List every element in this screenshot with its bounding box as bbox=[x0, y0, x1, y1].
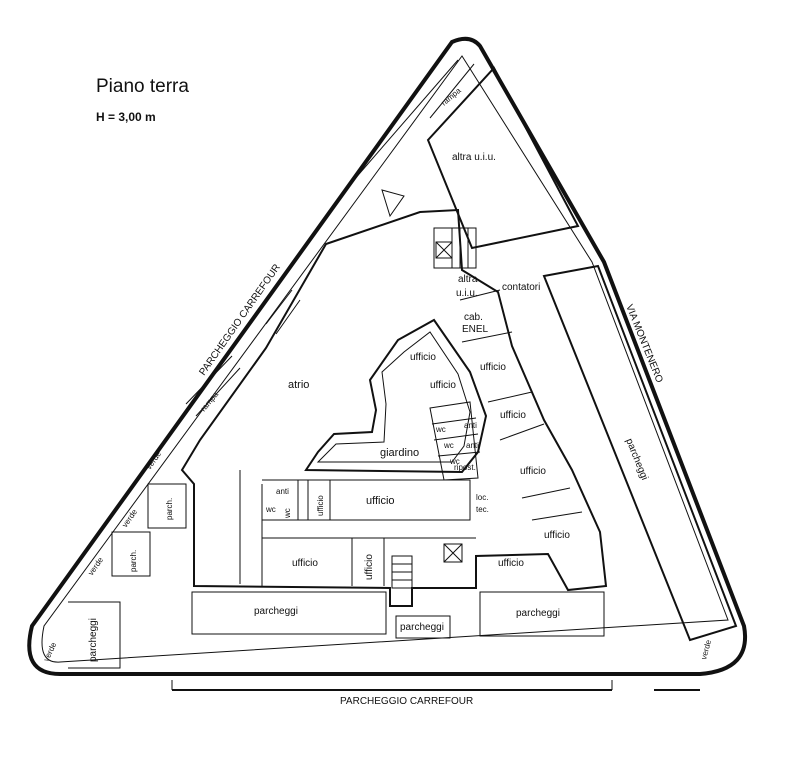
label-loc-1: loc. bbox=[476, 493, 488, 502]
label-verde-3: verde bbox=[86, 555, 105, 577]
street-left-label: PARCHEGGIO CARREFOUR bbox=[197, 262, 282, 377]
label-ufficio-bottom-v: ufficio bbox=[364, 554, 375, 580]
label-wc-2: wc bbox=[283, 508, 292, 519]
label-contatori: contatori bbox=[502, 282, 540, 293]
parking-block-left bbox=[191, 591, 387, 635]
label-anti-2: anti bbox=[464, 421, 477, 430]
site-inner-boundary bbox=[41, 55, 729, 663]
label-loc-2: tec. bbox=[476, 505, 489, 514]
street-right-label: VIA MONTENERO bbox=[623, 303, 665, 385]
site-boundary bbox=[27, 36, 747, 676]
label-parcheggi-bottom-left: parcheggi bbox=[254, 606, 298, 617]
label-parcheggi-right: parcheggi bbox=[623, 437, 650, 482]
label-altra-uiu-top: altra u.i.u. bbox=[452, 152, 496, 163]
label-atrio: atrio bbox=[288, 379, 309, 391]
label-verde-5: verde bbox=[699, 638, 713, 660]
label-wc-4: wc bbox=[443, 441, 454, 450]
label-parch-2: parch. bbox=[129, 550, 138, 572]
label-verde-4: verde bbox=[42, 640, 59, 662]
label-ufficio-inner-mid: ufficio bbox=[430, 380, 456, 391]
parking-block-right bbox=[479, 591, 605, 637]
label-giardino: giardino bbox=[380, 447, 419, 459]
label-altra-uiu-mid-1: altra bbox=[458, 274, 478, 285]
label-parch-1: parch. bbox=[165, 498, 174, 520]
label-wc-5: wc bbox=[449, 457, 460, 466]
label-riposto: ripost. bbox=[454, 463, 476, 472]
label-cab-1: cab. bbox=[464, 312, 483, 323]
label-ufficio-bottom-right: ufficio bbox=[498, 558, 524, 569]
label-ufficio-right-2: ufficio bbox=[500, 410, 526, 421]
label-anti-1: anti bbox=[276, 487, 289, 496]
label-ufficio-right-3: ufficio bbox=[520, 466, 546, 477]
floor-height: H = 3,00 m bbox=[96, 110, 156, 124]
giardino-courtyard bbox=[304, 318, 488, 474]
label-ufficio-inner-top: ufficio bbox=[410, 352, 436, 363]
label-wc-1: wc bbox=[265, 505, 276, 514]
label-ufficio-corner: ufficio bbox=[544, 530, 570, 541]
label-ufficio-center: ufficio bbox=[366, 495, 395, 507]
parking-block-mid bbox=[395, 615, 451, 639]
label-parcheggi-bottom-mid: parcheggi bbox=[400, 622, 444, 633]
label-parcheggi-far-left: parcheggi bbox=[88, 618, 99, 662]
label-wc-3: wc bbox=[435, 425, 446, 434]
label-ufficio-bottom-left: ufficio bbox=[292, 558, 318, 569]
label-parcheggi-bottom-right: parcheggi bbox=[516, 608, 560, 619]
right-parking-strip bbox=[542, 264, 738, 642]
plan-title: Piano terra bbox=[96, 76, 189, 97]
label-altra-uiu-mid-2: u.i.u. bbox=[456, 288, 478, 299]
label-cab-2: ENEL bbox=[462, 324, 489, 335]
street-bottom-label: PARCHEGGIO CARREFOUR bbox=[340, 696, 473, 707]
label-anti-3: anti bbox=[466, 441, 479, 450]
main-building-outline bbox=[180, 208, 608, 607]
label-ufficio-right-1: ufficio bbox=[480, 362, 506, 373]
stair-core-top bbox=[433, 227, 477, 269]
label-ufficio-small-v: ufficio bbox=[316, 495, 325, 516]
